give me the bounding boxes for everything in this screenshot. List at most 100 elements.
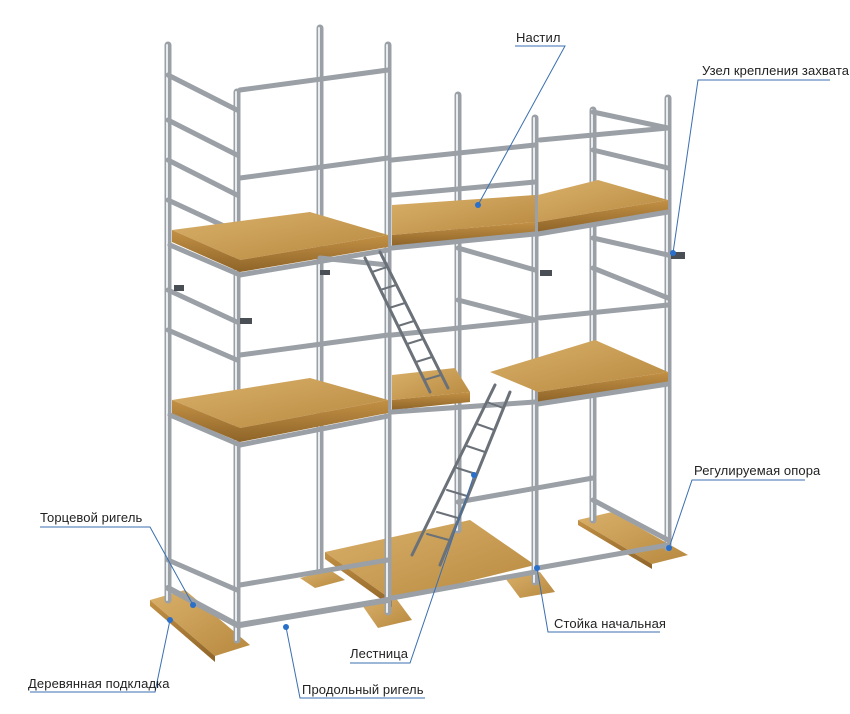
clamp (174, 285, 184, 291)
deck-ledger (167, 242, 243, 278)
wood-pad-front-left-side (150, 600, 215, 662)
lower-deck-left-top (172, 378, 388, 428)
deck-ledger (389, 231, 538, 251)
rail (590, 235, 671, 258)
labels: Настил Узел крепления захвата Регулируем… (28, 30, 850, 697)
mid-rails (165, 235, 671, 363)
label-wood-pad: Деревянная подкладка (28, 676, 170, 691)
clamp (540, 270, 552, 276)
ladder-rung (371, 266, 388, 273)
wood-pad-center (505, 572, 555, 598)
rail (237, 155, 391, 181)
wood-pad-back-left (300, 570, 345, 588)
clamps (174, 252, 685, 324)
end-ledger-right (590, 497, 671, 543)
ladder-rung (466, 445, 486, 453)
marker-start-post (534, 565, 540, 571)
rail (237, 332, 391, 358)
label-end-ledger: Торцевой ригель (40, 510, 143, 525)
rail (537, 302, 671, 321)
rail (237, 67, 391, 93)
end-ledger (165, 557, 240, 593)
lower-deck-left-front (240, 400, 388, 442)
upper-deck-mid-top (392, 195, 535, 235)
label-ladder: Лестница (350, 646, 409, 661)
label-deck: Настил (516, 30, 561, 45)
label-long-ledger: Продольный ригель (302, 682, 424, 697)
lower-deck-right-top (490, 340, 668, 392)
marker-end-ledger (190, 602, 196, 608)
wood-pad-front-left (150, 590, 250, 656)
deck-ledger (167, 412, 243, 448)
ladder-upper (363, 250, 450, 394)
ladder-rung (423, 374, 442, 381)
rail (165, 287, 240, 325)
rail (455, 245, 538, 273)
rail (389, 179, 538, 198)
ladder-rung (436, 511, 459, 519)
ladder-rung (397, 320, 415, 327)
ladder-rung (426, 533, 450, 541)
deck-ledger (389, 399, 538, 415)
label-adjustable-base: Регулируемая опора (694, 463, 821, 478)
rail (165, 117, 240, 158)
rail (389, 142, 538, 163)
upper-deck-right-front (538, 200, 668, 232)
ladder-rung (388, 302, 406, 309)
marker-clamp-node (670, 250, 676, 256)
leader-start-post (536, 567, 660, 633)
ladders (363, 250, 512, 567)
rail (590, 147, 671, 171)
lower-deck-left-side (172, 400, 240, 442)
ladder-rung (379, 284, 397, 291)
upper-deck-left-side (172, 230, 240, 272)
base-ledgers (165, 475, 671, 628)
lower-deck (167, 340, 671, 448)
marker-ladder (471, 472, 477, 478)
clamp-node (671, 252, 685, 259)
rail (389, 317, 538, 338)
ladder-lower (410, 383, 512, 567)
rail (590, 265, 671, 301)
deck-ledger (237, 413, 391, 448)
label-start-post: Стойка начальная (554, 616, 666, 631)
wood-pad-back-right (578, 512, 688, 564)
upper-deck-left-top (172, 212, 388, 260)
ladder-rung (406, 338, 424, 345)
long-ledger-back (455, 475, 596, 505)
marker-wood-pad (167, 617, 173, 623)
marker-long-ledger (283, 624, 289, 630)
rail (590, 109, 671, 131)
ladder-rail (410, 383, 497, 557)
marker-adjustable-base (666, 545, 672, 551)
ladder-rail (378, 250, 450, 390)
rail (165, 327, 240, 363)
lower-deck-mid-top (392, 368, 470, 400)
leader-end-ledger (40, 526, 194, 606)
ladder-rung (446, 489, 468, 497)
rail (317, 255, 391, 268)
leader-adjustable-base (668, 479, 805, 549)
deck-ledger (237, 247, 391, 278)
rail (165, 157, 240, 198)
end-ledger-left (165, 585, 240, 628)
wood-pad-back-right-side (578, 520, 652, 569)
long-ledger (389, 569, 538, 601)
upper-deck (167, 180, 671, 278)
clamp (320, 270, 330, 275)
label-clamp-node: Узел крепления захвата (702, 63, 850, 78)
leader-wood-pad (30, 619, 171, 693)
leader-deck (477, 45, 566, 206)
upper-deck-mid-front (392, 222, 535, 246)
clamp (240, 318, 252, 324)
long-ledger (237, 557, 391, 588)
ground-deck-top (325, 520, 535, 600)
deck-ledger (535, 209, 671, 237)
lower-deck-mid-front (392, 392, 470, 410)
ladder-rung (476, 423, 495, 431)
ladder-rail (438, 390, 512, 567)
ladder-rail (363, 256, 432, 394)
upper-deck-left-front (240, 235, 388, 272)
